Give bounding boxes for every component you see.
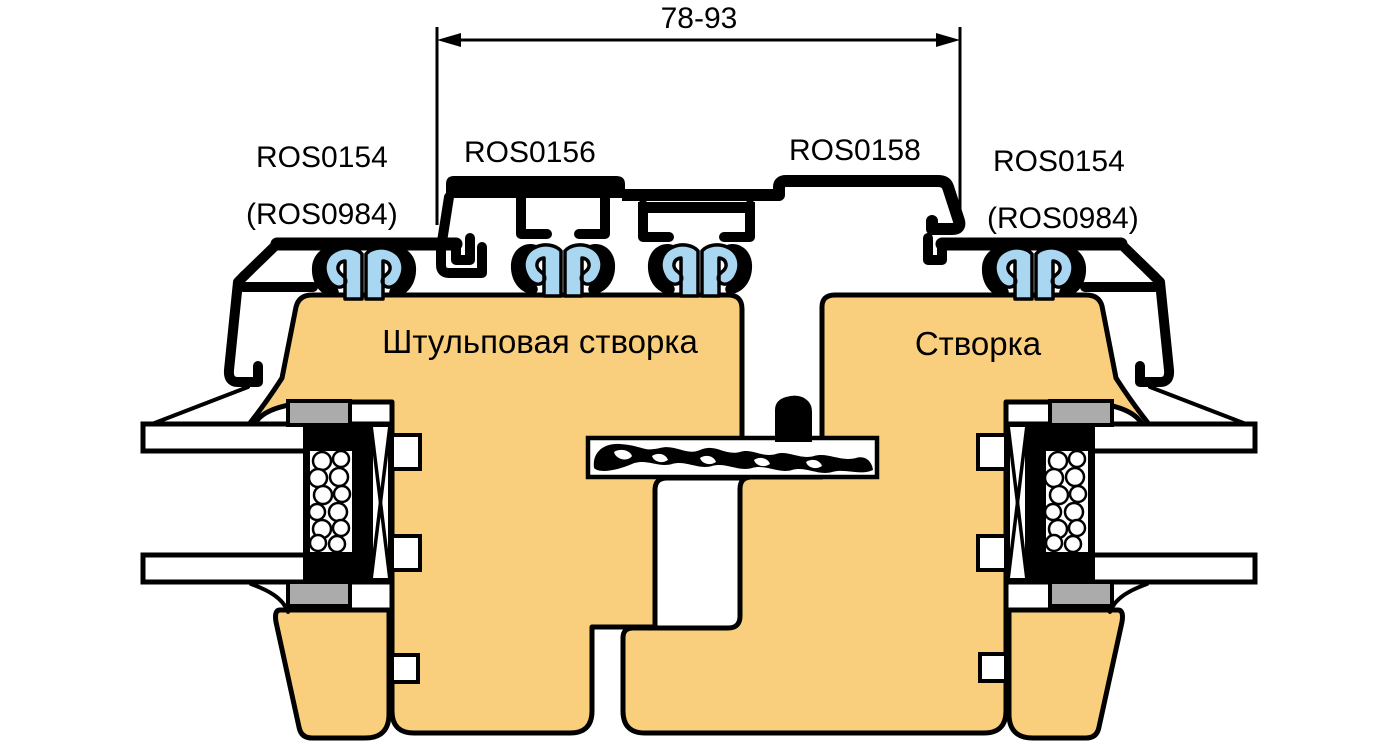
label-ros0156: ROS0156 xyxy=(464,136,596,169)
label-ros0158: ROS0158 xyxy=(789,134,921,167)
right-upper-void xyxy=(976,433,1008,471)
left-upper-void xyxy=(390,433,422,471)
label-right-ros0984: (ROS0984) xyxy=(987,202,1139,235)
right-bead-curve xyxy=(1108,582,1149,614)
dimension-78-93: 78-93 xyxy=(435,2,962,225)
left-sash-label: Штульповая створка xyxy=(382,323,698,360)
left-lower-void xyxy=(390,534,422,572)
label-right-ros0154: ROS0154 xyxy=(993,145,1125,178)
left-alu-profile-ros0154 xyxy=(223,233,475,387)
seal-rubber-squiggle xyxy=(593,443,873,473)
label-left-ros0154: ROS0154 xyxy=(256,141,388,174)
left-frame-slant-line xyxy=(150,385,250,426)
seal-stem xyxy=(775,395,812,442)
right-frame-slant-line xyxy=(1148,385,1248,426)
label-left-ros0984: (ROS0984) xyxy=(246,198,398,231)
centerleft-blue-gasket xyxy=(511,244,615,296)
right-lower-void xyxy=(976,534,1008,572)
frame-contours xyxy=(150,385,1248,614)
part-labels: ROS0154 (ROS0984) ROS0156 ROS0158 ROS015… xyxy=(246,134,1139,235)
right-sash-body xyxy=(620,292,1151,736)
sash-notches xyxy=(390,433,1008,684)
mullion-seal xyxy=(585,395,880,480)
left-top-glazing-gasket xyxy=(286,399,352,427)
right-bottom-notch xyxy=(978,652,1008,683)
left-glazing-unit xyxy=(140,421,395,585)
left-bottom-notch xyxy=(390,653,420,684)
left-bottom-glazing-gasket xyxy=(286,580,352,608)
right-glazing-bead xyxy=(1006,607,1125,741)
center-alu-profile-ros0156 xyxy=(436,176,772,278)
center-alu-profile-ros0158 xyxy=(638,175,966,242)
right-alu-profile-ros0154 xyxy=(923,233,1175,387)
right-top-glazing-gasket xyxy=(1048,399,1114,427)
dimension-label: 78-93 xyxy=(661,2,738,35)
dim-arrow-left xyxy=(437,33,461,47)
left-blue-gasket xyxy=(312,247,416,299)
dim-arrow-right xyxy=(936,33,960,47)
right-sash-label: Створка xyxy=(915,325,1042,362)
right-blue-gasket xyxy=(982,247,1086,299)
centerright-blue-gasket xyxy=(648,244,752,296)
left-glazing-bead xyxy=(273,607,392,741)
right-glazing-unit xyxy=(1003,421,1258,585)
left-bead-curve xyxy=(249,582,290,614)
right-bottom-glazing-gasket xyxy=(1048,580,1114,608)
glazing-gaskets xyxy=(286,399,1114,608)
